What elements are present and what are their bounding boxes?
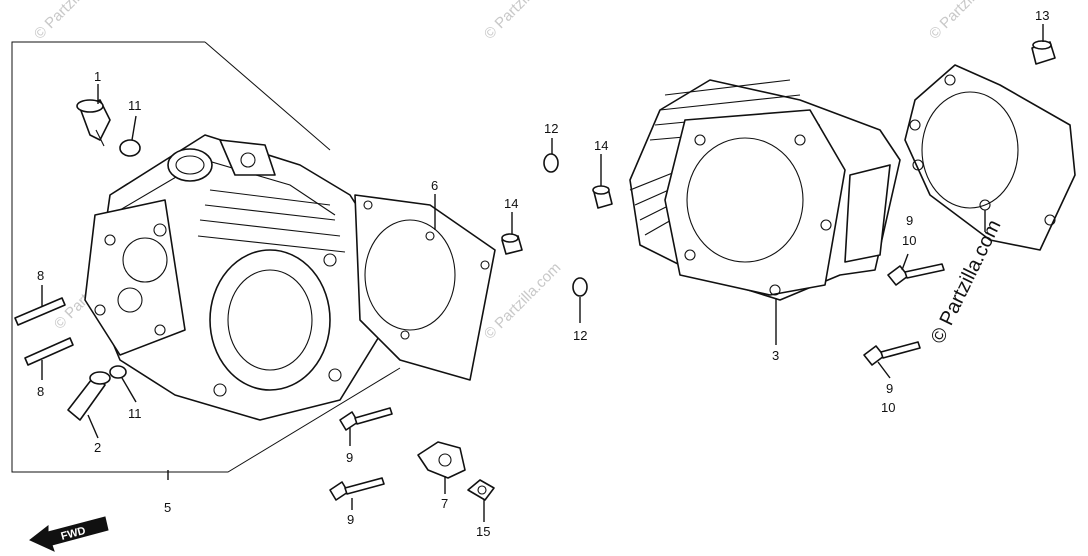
callout-3: 3 bbox=[772, 348, 779, 363]
callout-9-c: 9 bbox=[906, 213, 913, 228]
callout-14-right: 14 bbox=[594, 138, 608, 153]
base-gasket bbox=[904, 64, 1076, 251]
assembly-outline-top bbox=[204, 41, 331, 151]
part-11-washer-lower bbox=[109, 365, 127, 379]
cylinder-head bbox=[84, 134, 386, 421]
watermark-top-center: © Partzilla.com bbox=[481, 0, 564, 43]
part-9-10-bolt-lower bbox=[863, 341, 921, 366]
callout-9-a: 9 bbox=[346, 450, 353, 465]
part-1-fitting bbox=[76, 99, 111, 147]
callout-14-left: 14 bbox=[504, 196, 518, 211]
callout-10-a: 10 bbox=[902, 233, 916, 248]
callout-9-d: 9 bbox=[886, 381, 893, 396]
part-8-dowels bbox=[14, 297, 74, 366]
callout-8-upper: 8 bbox=[37, 268, 44, 283]
callout-1: 1 bbox=[94, 69, 101, 84]
fwd-arrow: FWD bbox=[29, 516, 109, 552]
callout-5: 5 bbox=[164, 500, 171, 515]
callout-12-upper: 12 bbox=[544, 121, 558, 136]
callout-6: 6 bbox=[431, 178, 438, 193]
callout-15: 15 bbox=[476, 524, 490, 539]
callout-11-upper: 11 bbox=[128, 98, 142, 113]
watermark-mid-center: © Partzilla.com bbox=[481, 259, 564, 342]
watermark-top-left: © Partzilla.com bbox=[31, 0, 114, 43]
part-13-dowel bbox=[1031, 40, 1056, 65]
callout-13: 13 bbox=[1035, 8, 1049, 23]
part-2-fitting bbox=[67, 371, 111, 421]
callout-7: 7 bbox=[441, 496, 448, 511]
callout-10-b: 10 bbox=[881, 400, 895, 415]
part-14-dowel-left bbox=[501, 233, 523, 255]
part-14-dowel-right bbox=[592, 185, 613, 209]
part-12-washer-lower bbox=[572, 277, 588, 297]
callout-2: 2 bbox=[94, 440, 101, 455]
watermark-top-right: © Partzilla.com bbox=[926, 0, 1009, 43]
leader-lines bbox=[41, 24, 1044, 522]
callouts: 1 11 8 8 2 11 5 6 14 12 14 12 9 9 7 15 3… bbox=[37, 8, 1049, 539]
callout-12-lower: 12 bbox=[573, 328, 587, 343]
callout-9-b: 9 bbox=[347, 512, 354, 527]
part-3-cylinder bbox=[629, 79, 901, 301]
part-12-washer-top bbox=[543, 153, 559, 173]
part-9-10-bolt-upper bbox=[887, 263, 945, 286]
part-15-bolt bbox=[467, 479, 495, 501]
callout-11-lower: 11 bbox=[128, 406, 142, 421]
callout-8-lower: 8 bbox=[37, 384, 44, 399]
part-7-bracket bbox=[417, 441, 466, 479]
assembly-outline bbox=[11, 41, 401, 473]
copyright-text: © Partzilla.com bbox=[927, 216, 1006, 347]
part-9-bolt-b bbox=[329, 477, 385, 501]
part-9-bolt-a bbox=[339, 407, 393, 431]
part-11-washer-top bbox=[119, 139, 141, 157]
part-6-gasket bbox=[354, 194, 496, 381]
